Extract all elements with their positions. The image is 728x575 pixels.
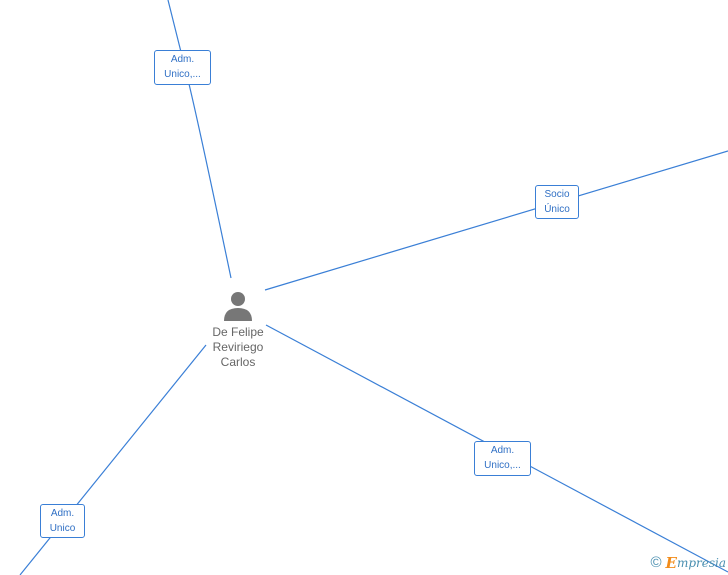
edge-label-top-line-1: Adm. [170,54,195,65]
person-name-line-3: Carlos [220,355,256,369]
edge-label-top-line-2: Unico,... [164,69,201,80]
edge-label-bottom-left-line-1: Adm. [50,508,75,519]
person-name-line-1: De Felipe [212,325,264,339]
edge-label-bottom-right-line-1: Adm. [490,445,515,456]
person-silhouette-icon [224,292,252,321]
edge-label-top[interactable]: Adm. Unico,... [154,50,211,85]
copyright-icon: © [650,554,662,571]
empresia-logo[interactable]: © E mpresia [650,554,726,572]
edge-label-bottom-left-line-2: Unico [49,523,76,534]
edge-label-right-line-1: Socio [544,189,570,200]
brand-initial: E [665,554,677,572]
person-name: De Felipe Reviriego Carlos [196,325,280,370]
edge-label-right-line-2: Único [544,204,570,215]
edge-label-right[interactable]: Socio Único [535,185,579,219]
edge-line-bottom-left [19,344,207,575]
edge-label-bottom-right-line-2: Unico,... [484,460,521,471]
edge-label-bottom-right[interactable]: Adm. Unico,... [474,441,531,476]
edge-line-top [167,0,232,279]
person-name-line-2: Reviriego [212,340,264,354]
edge-line-right [264,150,728,291]
brand-name: mpresia [676,556,726,570]
edge-label-bottom-left[interactable]: Adm. Unico [40,504,85,538]
person-node[interactable]: De Felipe Reviriego Carlos [196,290,280,370]
